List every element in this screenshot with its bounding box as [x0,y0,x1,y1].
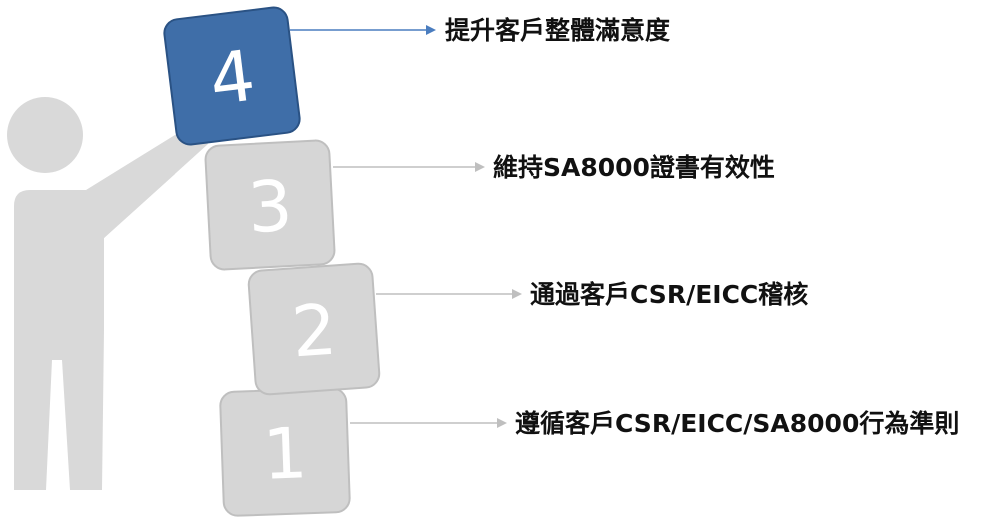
person-head [7,97,83,173]
person-figure [7,97,208,490]
block-3: 3 [204,139,336,271]
step-1-label: 遵循客戶CSR/EICC/SA8000行為準則 [515,409,960,438]
block-1: 1 [219,387,351,517]
block-2-number: 2 [289,289,339,374]
block-2: 2 [247,262,381,396]
step-2-label: 通過客戶CSR/EICC稽核 [530,280,809,309]
block-3-number: 3 [246,165,295,249]
block-4-number: 4 [205,35,259,122]
block-1-number: 1 [261,412,308,496]
step-3-label: 維持SA8000證書有效性 [493,153,775,182]
step-4-label: 提升客戶整體滿意度 [445,16,671,45]
connector-arrow-1 [350,418,507,428]
connector-arrow-4 [290,25,436,35]
person-arm [86,122,208,238]
person-body [14,152,175,490]
connector-arrow-2 [376,289,522,299]
block-4: 4 [163,6,301,146]
connector-arrow-3 [333,162,485,172]
